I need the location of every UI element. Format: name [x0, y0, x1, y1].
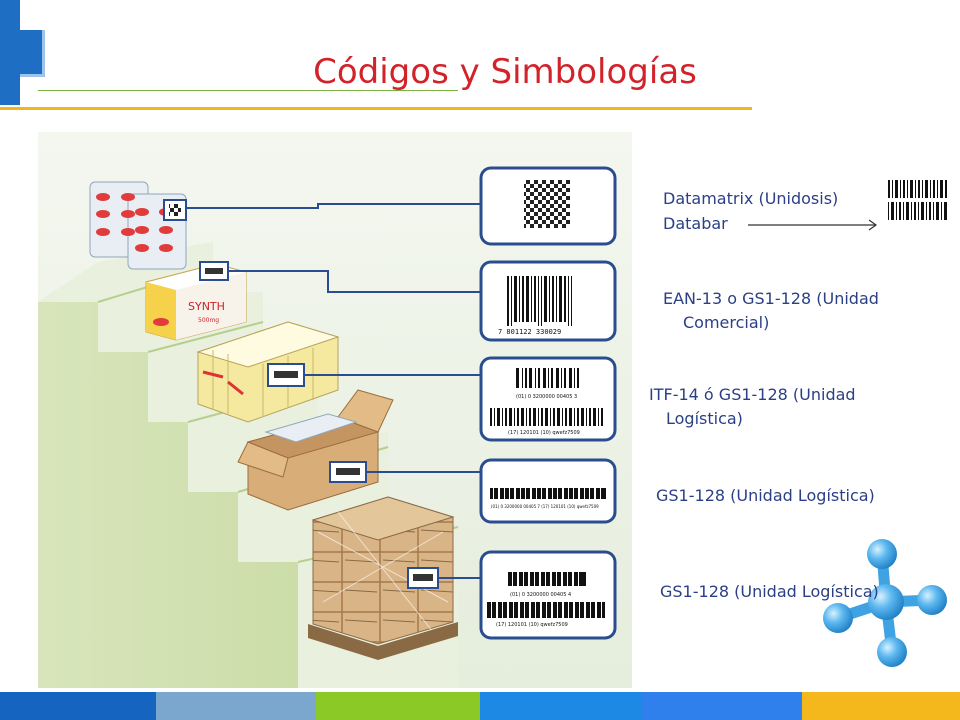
- molecule-icon: [823, 539, 947, 667]
- label-ean13-line2: Comercial): [683, 313, 770, 332]
- bar-segment-6: [802, 692, 960, 720]
- svg-text:500mg: 500mg: [198, 317, 219, 324]
- bar-segment-4: [480, 692, 642, 720]
- pallet: [308, 496, 458, 660]
- label-itf14-line1: ITF-14 ó GS1-128 (Unidad: [649, 385, 856, 404]
- bar-segment-5: [642, 692, 802, 720]
- bar-segment-2: [156, 692, 316, 720]
- corner-accent-square: [20, 30, 45, 77]
- corner-accent: [0, 0, 20, 105]
- product-box: SYNTH 500mg: [145, 261, 247, 341]
- svg-text:SYNTH: SYNTH: [188, 300, 225, 313]
- callout-boxes: [479, 166, 617, 640]
- label-ean13-line1: EAN-13 o GS1-128 (Unidad: [663, 289, 879, 308]
- page-title: Códigos y Simbologías: [313, 52, 697, 92]
- gs1-128-barcode-bottom: [487, 572, 605, 618]
- svg-text:(01) 0 3200000 00405 7 (17) 12: (01) 0 3200000 00405 7 (17) 120101 (10) …: [491, 504, 599, 509]
- datamatrix-code: [524, 180, 570, 228]
- title-divider-green: [38, 90, 458, 91]
- arrow-right-icon: [748, 219, 878, 231]
- label-itf14-line2: Logística): [666, 409, 743, 428]
- itf14-barcode: [490, 368, 603, 426]
- svg-text:(17) 120101 (10) qwefz7509: (17) 120101 (10) qwefz7509: [496, 622, 568, 628]
- databar-barcode: [888, 180, 947, 220]
- gs1-128-barcode-middle: [490, 488, 606, 499]
- title-divider-yellow: [0, 107, 752, 110]
- bar-segment-3: [316, 692, 480, 720]
- shrink-pack: [196, 321, 340, 423]
- ean13-barcode: [507, 276, 572, 326]
- blister-pack: [89, 181, 187, 270]
- cardboard-box: [237, 389, 394, 511]
- label-gs1-128-a: GS1-128 (Unidad Logística): [656, 486, 875, 505]
- label-databar: Databar: [663, 214, 728, 233]
- label-datamatrix: Datamatrix (Unidosis): [663, 189, 839, 208]
- svg-text:(01) 0 3200000 00405 3: (01) 0 3200000 00405 3: [516, 394, 577, 400]
- supply-chain-illustration: SYNTH 500mg: [38, 132, 632, 688]
- bar-segment-1: [0, 692, 156, 720]
- svg-text:(17) 120101 (10) qwefz7509: (17) 120101 (10) qwefz7509: [508, 430, 580, 436]
- bottom-color-bar: [0, 692, 960, 720]
- svg-text:(01) 0 3200000 00405 4: (01) 0 3200000 00405 4: [510, 592, 571, 598]
- svg-text:7 801122 330029: 7 801122 330029: [498, 328, 561, 336]
- label-gs1-128-b: GS1-128 (Unidad Logística): [660, 582, 879, 601]
